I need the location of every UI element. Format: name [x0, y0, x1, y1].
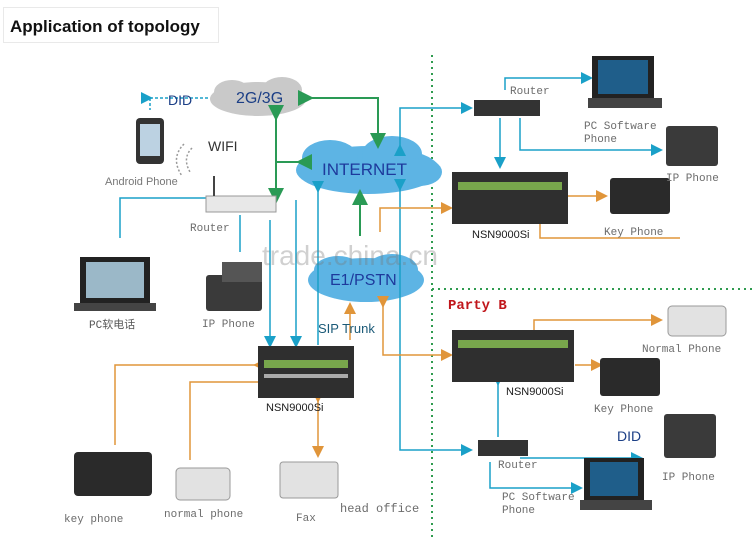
pc-software-phone-top-label: PC Software Phone — [584, 121, 657, 146]
wifi-waves — [175, 143, 193, 177]
ip-phone-bottom-right-label: IP Phone — [662, 472, 715, 484]
ip-phone-left-device — [206, 262, 262, 311]
key-phone-top-right-label: Key Phone — [604, 227, 664, 239]
wifi-label: WIFI — [208, 138, 238, 154]
key-phone-top-right-device — [610, 178, 670, 214]
android-phone-device — [136, 118, 164, 164]
ip-phone-bottom-right-device — [664, 414, 716, 458]
pc-phone-label: PC软电话 — [89, 320, 136, 332]
party-b-label: Party B — [448, 298, 507, 314]
fax-label: Fax — [296, 513, 316, 525]
android-phone-label: Android Phone — [105, 176, 178, 188]
normal-phone-right-device — [667, 305, 727, 337]
router-left-device — [205, 176, 277, 213]
title-box — [4, 8, 218, 42]
laptop-bottom-right-device — [580, 458, 652, 510]
laptop-top-right-device — [588, 56, 662, 108]
page-title: Application of topology — [10, 17, 200, 36]
router-bottom-right-device — [478, 440, 528, 456]
nsn-bottom-right-device — [452, 330, 574, 382]
key-phone-left-label: key phone — [64, 514, 124, 526]
key-phone-left-device — [74, 452, 152, 496]
ip-phone-left-label: IP Phone — [202, 319, 255, 331]
normal-phone-left-device — [175, 467, 231, 501]
router-bottom-right-label: Router — [498, 460, 538, 472]
head-office-label: head office — [340, 502, 420, 516]
laptop-left-device — [74, 257, 156, 311]
normal-phone-left-label: normal phone — [164, 509, 244, 521]
normal-phone-right-label: Normal Phone — [642, 344, 722, 356]
watermark: trade.china.cn — [262, 240, 438, 271]
nsn-top-right-label: NSN9000Si — [472, 229, 530, 241]
sip-trunk-label: SIP Trunk — [318, 321, 375, 336]
did-top-label: DID — [168, 92, 193, 108]
nsn-left-device — [258, 346, 354, 398]
nsn-top-right-device — [452, 172, 568, 224]
did-bottom-label: DID — [617, 428, 642, 444]
cloud-internet-label: INTERNET — [322, 160, 407, 179]
fax-device — [279, 461, 339, 499]
ip-phone-top-right-device — [666, 126, 718, 166]
nsn-left-label: NSN9000Si — [266, 402, 324, 414]
nsn-bottom-right-label: NSN9000Si — [506, 386, 564, 398]
router-left-label: Router — [190, 223, 230, 235]
router-top-right-label: Router — [510, 86, 550, 98]
pc-software-phone-bottom-label: PC Software Phone — [502, 492, 575, 517]
cloud-2g3g-label: 2G/3G — [236, 90, 284, 107]
cloud-pstn-label: E1/PSTN — [330, 272, 397, 289]
key-phone-bottom-right-label: Key Phone — [594, 404, 654, 416]
router-top-right-device — [474, 100, 540, 116]
key-phone-bottom-right-device — [600, 358, 660, 396]
ip-phone-top-right-label: IP Phone — [666, 173, 719, 185]
